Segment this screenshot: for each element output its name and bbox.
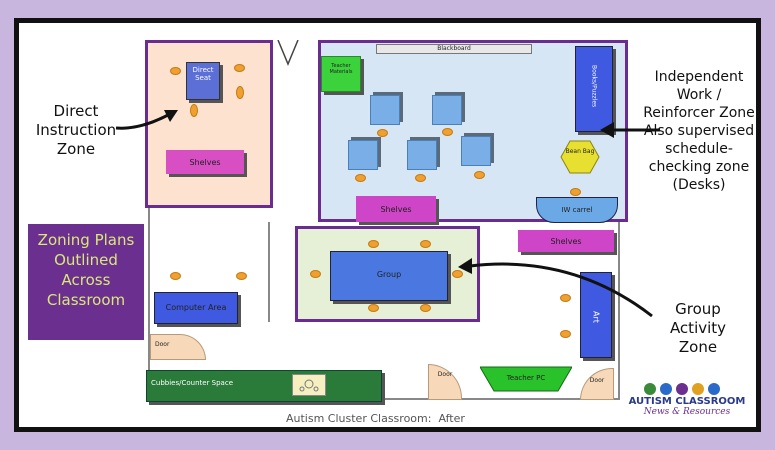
zoning-title-text: Zoning Plans Outlined Across Classroom <box>37 231 135 309</box>
teacher-pc-label: Teacher PC <box>506 374 546 382</box>
iw-carrel-label: IW carrel <box>561 206 593 214</box>
logo-line-1: AUTISM CLASSROOM <box>628 396 746 407</box>
iw-carrel: IW carrel <box>536 197 618 223</box>
student-desk <box>370 95 400 125</box>
chair <box>190 104 198 117</box>
group-table: Group <box>330 251 448 301</box>
cubbies-counter: Cubbies/Counter Space <box>146 370 382 402</box>
teacher-pc-desk <box>480 366 572 392</box>
chair <box>570 188 581 196</box>
chair <box>420 240 431 248</box>
student-desk <box>407 140 437 170</box>
door-3-label: Door <box>589 377 605 384</box>
chair <box>560 294 571 302</box>
teacher-materials: Teacher Materials <box>321 56 361 92</box>
chair <box>474 171 485 179</box>
teacher-materials-label: Teacher Materials <box>329 63 353 75</box>
shelves-1-label: Shelves <box>189 158 221 167</box>
arrow-direct-icon <box>115 110 178 130</box>
door-1-label: Door <box>155 341 170 348</box>
arrow-independent-icon <box>600 122 660 138</box>
callout-direct-instruction: Direct Instruction Zone <box>35 102 117 158</box>
blackboard: Blackboard <box>376 44 532 54</box>
chair <box>236 272 247 280</box>
callout-independent-work: Independent Work / Reinforcer Zone Also … <box>643 69 755 193</box>
chair <box>170 272 181 280</box>
blackboard-label: Blackboard <box>437 45 471 52</box>
shelves-3-label: Shelves <box>550 237 582 246</box>
bean-bag-label: Bean Bag <box>565 148 595 155</box>
shelves-3: Shelves <box>518 230 614 252</box>
arrow-group-icon <box>458 258 653 318</box>
door-2-label: Door <box>437 371 453 378</box>
diagram-caption: Autism Cluster Classroom: After <box>286 412 465 425</box>
chair <box>170 67 181 75</box>
wall-bottom <box>148 398 620 400</box>
computer-area-label: Computer Area <box>165 303 227 312</box>
shelves-1: Shelves <box>166 150 244 174</box>
callout-group-activity: Group Activity Zone <box>669 300 727 356</box>
books-puzzles-label: Books/Puzzles <box>590 65 598 108</box>
chair <box>355 174 366 182</box>
chair <box>368 240 379 248</box>
books-puzzles: Books/Puzzles <box>575 46 613 132</box>
chair <box>452 270 463 278</box>
shelves-2-label: Shelves <box>380 205 412 214</box>
student-desk <box>432 95 462 125</box>
shelves-2: Shelves <box>356 196 436 222</box>
chair <box>234 64 245 72</box>
sink-icon <box>299 379 319 392</box>
chair <box>310 270 321 278</box>
direct-seat-label: Direct Seat <box>192 66 214 82</box>
wall-inner <box>268 222 270 322</box>
chair <box>420 304 431 312</box>
art-label: Art <box>591 311 601 323</box>
logo: AUTISM CLASSROOM News & Resources <box>622 382 752 426</box>
sink <box>292 374 326 396</box>
chair <box>560 330 571 338</box>
wall-right <box>618 220 620 400</box>
puzzle-pieces-icon <box>644 383 720 395</box>
cubbies-label: Cubbies/Counter Space <box>151 379 233 387</box>
chair <box>236 86 244 99</box>
chair <box>377 129 388 137</box>
computer-area: Computer Area <box>154 292 238 324</box>
door-swing <box>277 40 299 66</box>
chair <box>368 304 379 312</box>
logo-line-2: News & Resources <box>643 407 731 417</box>
group-table-label: Group <box>376 270 402 279</box>
zoning-title-box: Zoning Plans Outlined Across Classroom <box>28 224 144 340</box>
direct-seat-table: Direct Seat <box>186 62 220 100</box>
student-desk <box>348 140 378 170</box>
student-desk <box>461 136 491 166</box>
chair <box>442 128 453 136</box>
chair <box>415 174 426 182</box>
bean-bag <box>560 140 600 174</box>
